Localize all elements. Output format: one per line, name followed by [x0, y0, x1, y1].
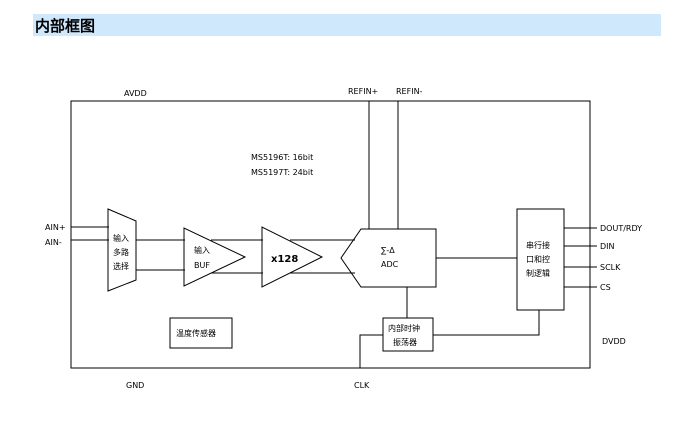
mux-block: [107, 208, 137, 292]
section-title: 内部框图: [35, 17, 96, 35]
chip-outline: [70, 100, 591, 369]
gnd-label: GND: [126, 381, 144, 390]
clk-label: CLK: [354, 381, 370, 390]
buf-label-2: BUF: [194, 261, 210, 270]
osc-label-1: 内部时钟: [388, 323, 420, 333]
adc-label-1: ∑-Δ: [381, 246, 395, 255]
mux-label-2: 多路: [113, 247, 129, 257]
cs-pin-label: CS: [600, 283, 611, 292]
temp-sensor-block: [169, 317, 233, 349]
refin-minus-label: REFIN-: [396, 87, 423, 96]
buf-label-1: 输入: [194, 245, 210, 255]
logic-label-1: 串行接: [526, 240, 550, 250]
avdd-label: AVDD: [124, 89, 147, 98]
osc-logic-wire: [433, 310, 540, 336]
gain-label: x128: [271, 254, 298, 265]
dvdd-label: DVDD: [602, 337, 626, 346]
din-pin-label: DIN: [600, 242, 615, 251]
note-line-1: MS5196T: 16bit: [251, 153, 313, 162]
temp-sensor-label: 温度传感器: [176, 328, 216, 338]
ain-plus-label: AIN+: [45, 223, 66, 232]
ain-minus-label: AIN-: [45, 238, 62, 247]
adc-label-2: ADC: [381, 260, 399, 269]
sclk-pin-label: SCLK: [600, 263, 621, 272]
dout-pin-label: DOUT/RDY: [600, 224, 642, 233]
mux-label-1: 输入: [113, 233, 129, 243]
mux-label-3: 选择: [113, 261, 129, 271]
logic-label-2: 口和控: [526, 254, 550, 264]
section-header-bar: 内部框图: [33, 14, 661, 36]
osc-label-2: 振荡器: [393, 337, 417, 347]
refin-plus-label: REFIN+: [348, 87, 378, 96]
adc-block: [340, 228, 437, 288]
buf-amp: [183, 227, 247, 287]
logic-block: [516, 208, 565, 311]
logic-label-3: 制逻辑: [526, 268, 550, 278]
clk-wire: [359, 334, 383, 368]
note-line-2: MS5197T: 24bit: [251, 168, 313, 177]
gain-amp: [261, 226, 324, 288]
